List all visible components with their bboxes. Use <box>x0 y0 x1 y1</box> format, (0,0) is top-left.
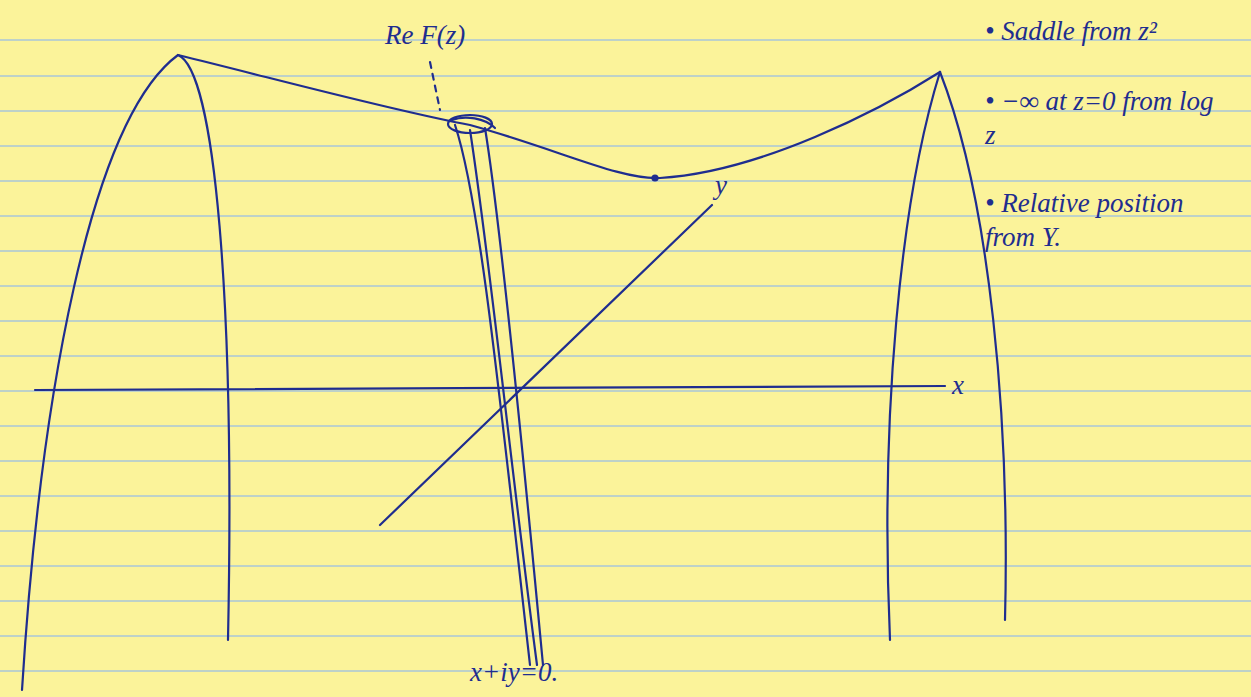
axis-label: x <box>952 368 964 402</box>
note-text: • −∞ at z=0 from log z <box>985 84 1225 152</box>
note-text: • Relative position from Y. <box>985 186 1225 254</box>
curve-label: x+iy=0. <box>470 655 558 689</box>
axis-label: Re F(z) <box>385 18 465 52</box>
axis-label: y <box>715 168 727 202</box>
note-text: • Saddle from z² <box>985 14 1225 48</box>
